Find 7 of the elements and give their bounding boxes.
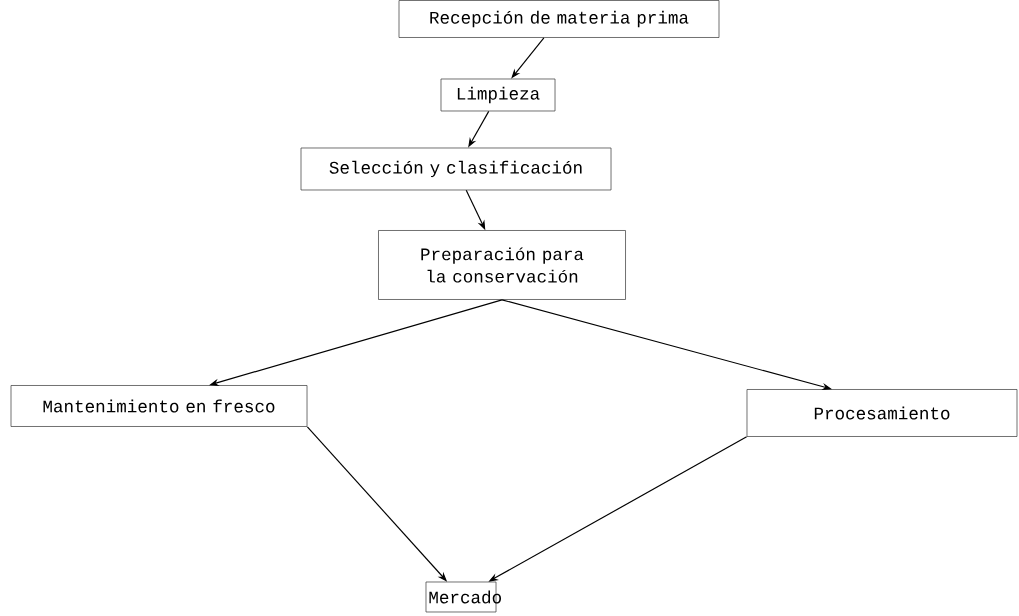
- process-box: Recepción de materia prima: [398, 0, 720, 38]
- process-box: Mantenimiento en fresco: [10, 385, 308, 427]
- process-box: Mercado: [425, 581, 501, 613]
- process-box: Procesamiento: [746, 389, 1018, 437]
- process-box: Preparación para la conservación: [378, 230, 626, 300]
- process-box: Selección y clasificación: [300, 147, 612, 191]
- process-box: Limpieza: [440, 78, 556, 112]
